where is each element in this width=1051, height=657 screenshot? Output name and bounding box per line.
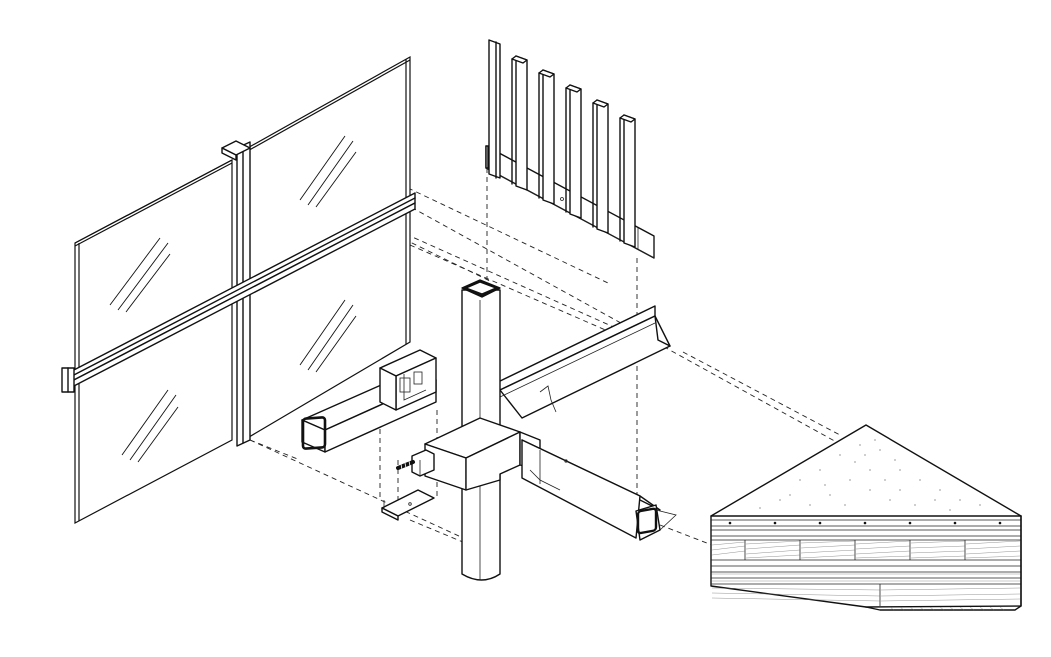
underside-texture	[889, 606, 1006, 612]
fin-6	[619, 114, 636, 248]
tube-connector-bracket	[301, 349, 437, 521]
horizontal-beam	[495, 305, 671, 419]
vertical-fins	[485, 39, 655, 259]
floor-layer-lines	[711, 519, 1021, 585]
fin-5	[592, 99, 609, 234]
tube-arm-right	[521, 439, 677, 541]
screed-stipple	[759, 439, 981, 511]
projection-lines	[249, 167, 841, 549]
timber-board-grain	[711, 540, 1021, 606]
fin-2	[511, 55, 528, 191]
fin-4	[565, 84, 582, 219]
threaded-bolt	[396, 460, 415, 471]
fin-1	[488, 39, 501, 179]
curtain-wall-glazing	[61, 55, 416, 524]
acoustic-strip-dots	[728, 521, 1002, 525]
fin-3	[538, 69, 555, 205]
cross-laminated-floor-panel	[710, 424, 1022, 612]
glass-reflection-marks	[109, 135, 357, 463]
